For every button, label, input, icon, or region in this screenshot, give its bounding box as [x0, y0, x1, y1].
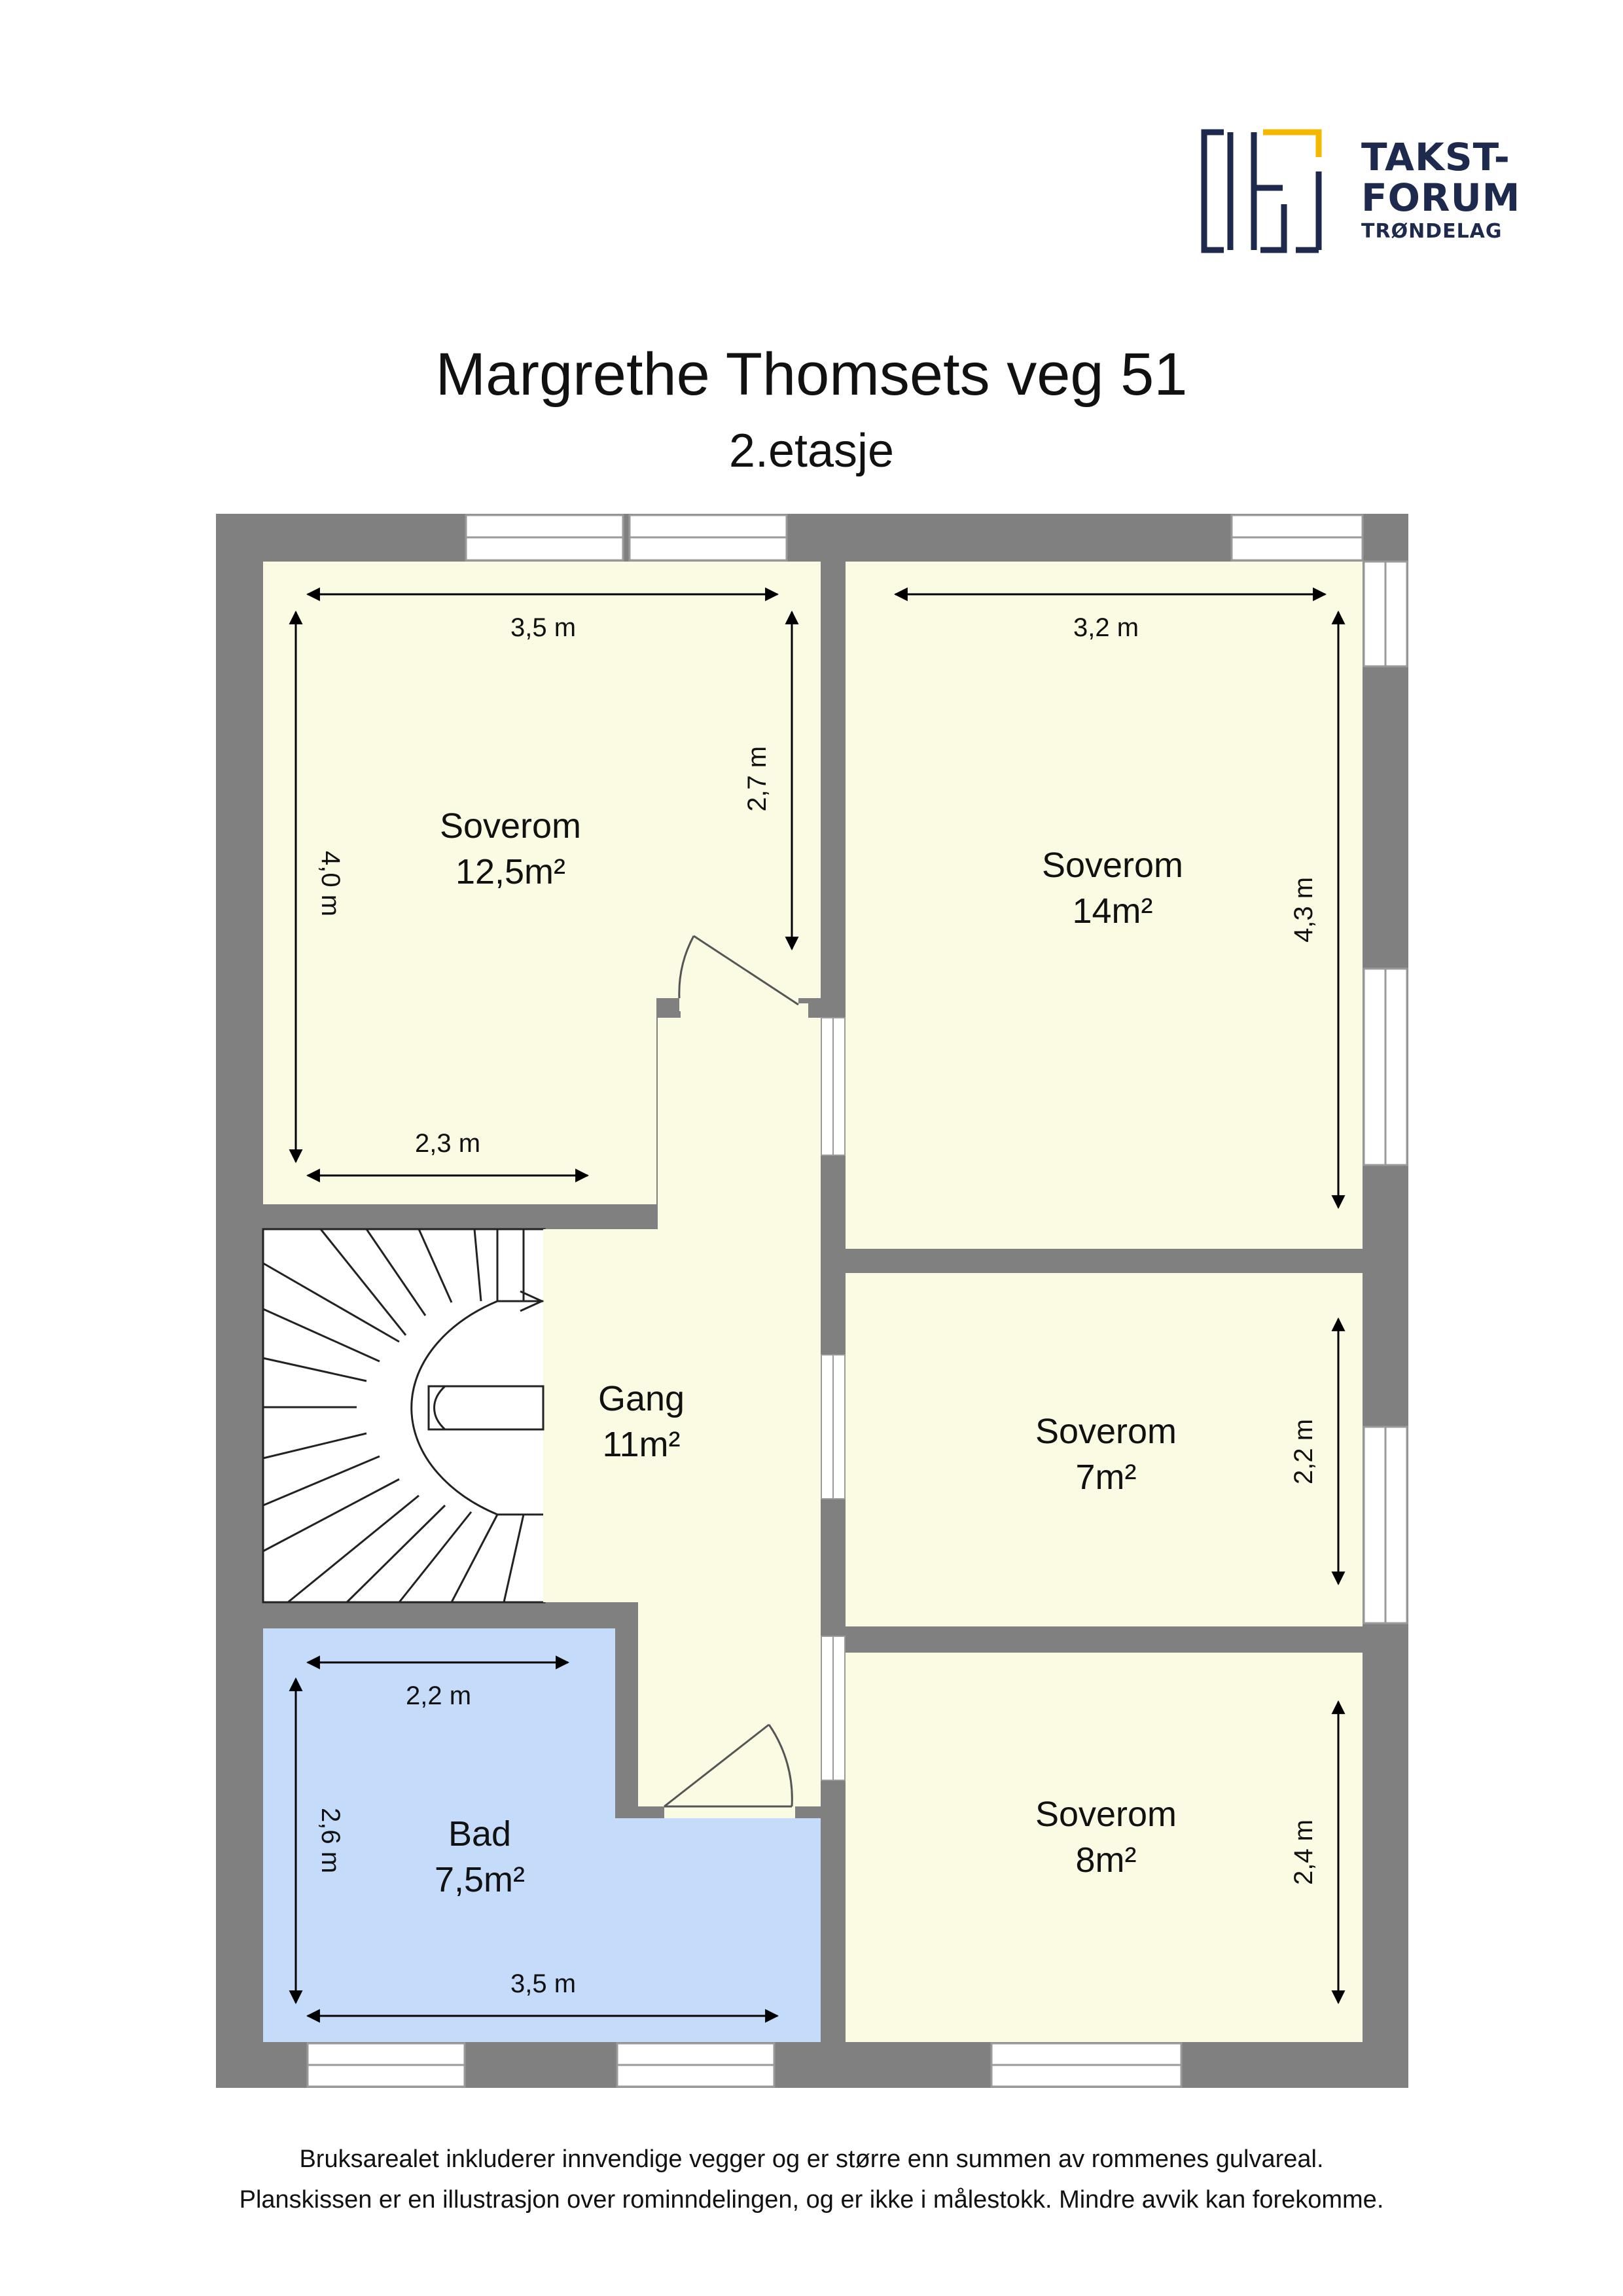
takstforum-logo	[1201, 129, 1322, 253]
room-area-soverom-ne: 14m²	[1072, 891, 1152, 931]
staircase	[262, 1228, 546, 1604]
window-top-3	[1230, 514, 1364, 562]
dim-label-bad-top: 2,2 m	[406, 1681, 471, 1710]
room-name-bad: Bad	[448, 1814, 511, 1854]
sliding-door-1	[821, 1017, 846, 1156]
window-bottom-1	[306, 2042, 466, 2088]
room-name-gang: Gang	[598, 1379, 685, 1418]
dim-label-nw-right: 2,7 m	[743, 746, 772, 812]
dim-label-nw-bottom: 2,3 m	[415, 1129, 480, 1158]
room-soverom-ne	[846, 562, 1363, 1249]
room-name-soverom-nw: Soverom	[440, 806, 581, 846]
window-bottom-3	[990, 2042, 1183, 2088]
room-soverom-mid	[846, 1273, 1363, 1626]
logo-text-forum: FORUM	[1361, 175, 1521, 220]
dim-label-bad-left: 2,6 m	[316, 1808, 345, 1873]
room-bad	[263, 1628, 821, 2042]
room-area-gang: 11m²	[602, 1425, 680, 1464]
window-right-3	[1363, 1426, 1408, 1624]
sliding-door-2	[821, 1354, 846, 1499]
room-soverom-nw	[263, 562, 821, 1204]
logo-text-takst: TAKST-	[1361, 135, 1510, 179]
dim-label-nw-left: 4,0 m	[316, 851, 345, 916]
room-area-soverom-nw: 12,5m²	[455, 852, 565, 891]
logo-text-trondelag: TRØNDELAG	[1361, 220, 1503, 243]
dim-label-se-height: 2,4 m	[1289, 1820, 1318, 1885]
room-soverom-se	[846, 1653, 1363, 2042]
footer-note-area: Bruksarealet inkluderer innvendige vegge…	[299, 2145, 1324, 2173]
door-soverom-nw	[678, 935, 808, 1019]
window-right-2	[1363, 967, 1408, 1166]
door-bad	[664, 1723, 793, 1808]
footer-note-disclaimer: Planskissen er en illustrasjon over romi…	[239, 2186, 1384, 2214]
room-area-soverom-mid: 7m²	[1076, 1458, 1137, 1497]
window-right-1	[1363, 560, 1408, 668]
room-area-soverom-se: 8m²	[1076, 1840, 1137, 1880]
window-top-1	[465, 514, 624, 562]
window-top-2	[628, 514, 788, 562]
dim-label-mid-height: 2,2 m	[1289, 1419, 1318, 1484]
plan-title: Margrethe Thomsets veg 51	[435, 341, 1188, 408]
dim-label-ne-height: 4,3 m	[1289, 877, 1318, 942]
room-name-soverom-se: Soverom	[1035, 1795, 1177, 1834]
floor-subtitle: 2.etasje	[728, 425, 895, 477]
room-name-soverom-ne: Soverom	[1042, 846, 1183, 885]
sliding-door-3	[821, 1636, 846, 1781]
room-name-soverom-mid: Soverom	[1035, 1412, 1177, 1451]
dim-label-ne-width: 3,2 m	[1073, 613, 1139, 642]
dim-label-nw-width: 3,5 m	[510, 613, 576, 642]
room-area-bad: 7,5m²	[435, 1860, 525, 1899]
window-bottom-2	[616, 2042, 776, 2088]
dim-label-bad-bottom: 3,5 m	[510, 1969, 576, 1998]
